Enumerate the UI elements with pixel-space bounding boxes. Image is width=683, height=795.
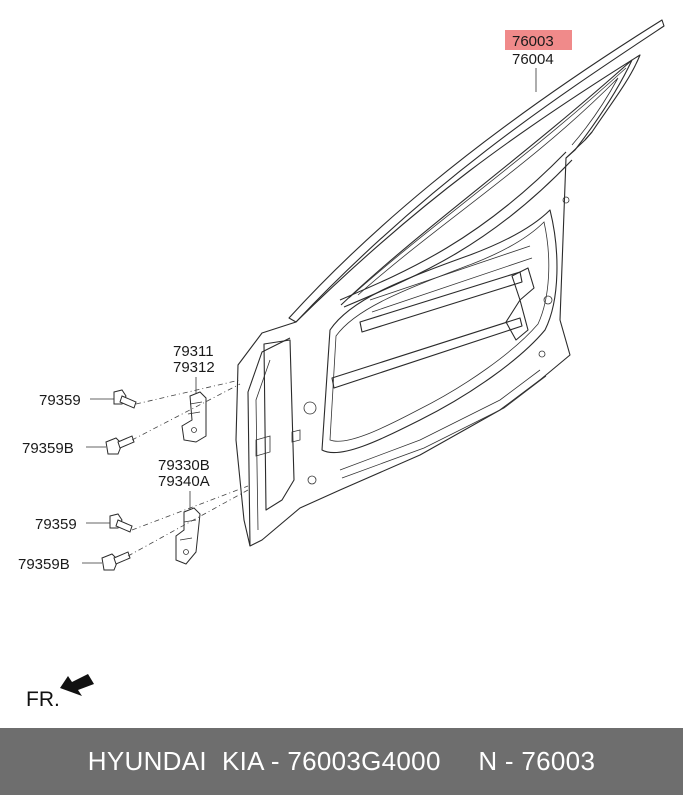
callout-79311: 79311 xyxy=(173,343,214,360)
bolt-upper-b xyxy=(105,435,135,455)
front-door-panel xyxy=(235,19,665,547)
callout-79330b: 79330B xyxy=(158,457,210,474)
callout-79359-upper: 79359 xyxy=(39,392,81,409)
dash-line xyxy=(127,489,249,557)
lower-hinge-part xyxy=(175,507,201,565)
callout-76004: 76004 xyxy=(512,51,554,68)
upper-hinge-part xyxy=(181,391,207,443)
dash-line xyxy=(131,383,241,441)
part-highlight xyxy=(505,30,572,50)
footer-bar: HYUNDAI KIA - 76003G4000 N - 76003 xyxy=(0,728,683,795)
bolt-lower-a xyxy=(109,513,133,533)
dash-line xyxy=(135,379,241,405)
dash-line xyxy=(131,485,249,531)
callout-79340a: 79340A xyxy=(158,473,210,490)
front-direction-label: FR. xyxy=(26,688,60,711)
callout-76003: 76003 xyxy=(512,33,554,50)
callout-79359-lower: 79359 xyxy=(35,516,77,533)
bolt-lower-b xyxy=(101,551,131,571)
parts-diagram: 76003 76004 79311 79312 79359 79359B 793… xyxy=(18,19,665,711)
callout-79359b-lower: 79359B xyxy=(18,556,70,573)
arrow-icon xyxy=(60,674,94,696)
bolt-upper-a xyxy=(113,389,137,409)
callout-79312: 79312 xyxy=(173,359,215,376)
callout-79359b-upper: 79359B xyxy=(22,440,74,457)
part-number-text: HYUNDAI KIA - 76003G4000 N - 76003 xyxy=(87,746,596,776)
